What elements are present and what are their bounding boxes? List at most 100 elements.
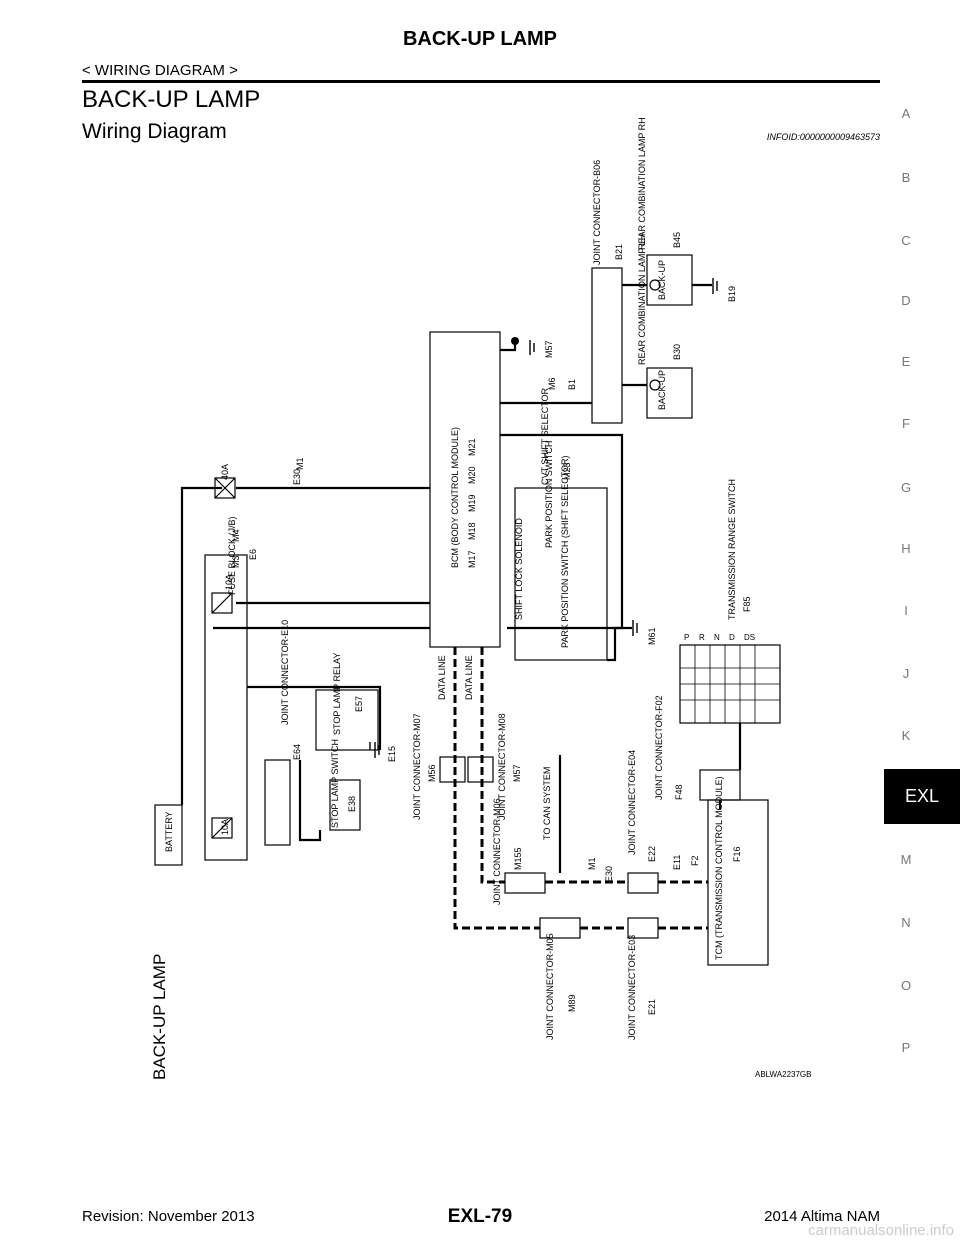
tab-e[interactable]: E [901, 354, 911, 369]
ground-b19 [712, 278, 718, 294]
joint-m05-label: JOINT CONNECTOR-M05 [545, 933, 555, 1040]
subsection-title: Wiring Diagram [82, 120, 227, 143]
tab-m[interactable]: M [900, 852, 912, 867]
stop-lamp-switch-box [329, 779, 361, 831]
joint-e10-label: JOINT CONNECTOR-E10 [280, 620, 290, 725]
conn-m20: M20 [467, 466, 477, 484]
bulb-rh [649, 279, 661, 291]
wire-stop-switch [298, 760, 322, 842]
tab-o[interactable]: O [900, 978, 912, 993]
rear-lamp-rh-box [646, 254, 693, 306]
conn-b19: B19 [727, 286, 737, 302]
conn-f48: F48 [674, 784, 684, 800]
conn-b21: B21 [614, 244, 624, 260]
range-col-d: D [729, 633, 735, 642]
conn-f2: F2 [690, 855, 700, 866]
conn-m19: M19 [467, 494, 477, 512]
cvt-selector-box [514, 487, 608, 661]
conn-e57: E57 [354, 696, 364, 712]
tcm-label: TCM (TRANSMISSION CONTROL MODULE) [714, 776, 724, 960]
ground-m61 [632, 620, 638, 636]
watermark-site: carmanualsonline.info [808, 1222, 954, 1239]
joint-e10-box [264, 759, 291, 846]
battery-box [154, 804, 183, 866]
ground-e15 [369, 742, 380, 758]
conn-b30: B30 [672, 344, 682, 360]
fuse-40a-symbol [214, 477, 236, 499]
bcm-label: BCM (BODY CONTROL MODULE) [450, 427, 460, 568]
conn-e30: E30 [292, 469, 302, 485]
fuse-block-box [204, 554, 248, 861]
fuse-10a-2-label: 10A [224, 574, 234, 590]
conn-m89: M89 [567, 994, 577, 1012]
backup-lh-label: BACK-UP [657, 370, 667, 410]
tab-n[interactable]: N [901, 915, 911, 930]
conn-m18: M18 [467, 522, 477, 540]
tab-p[interactable]: P [901, 1040, 911, 1055]
conn-e30b: E30 [604, 866, 614, 882]
park-switch-label: PARK POSITION SWITCH [544, 441, 554, 548]
conn-e15: E15 [387, 746, 397, 762]
conn-b1: B1 [567, 379, 577, 390]
joint-e03-label: JOINT CONNECTOR-E03 [627, 935, 637, 1040]
joint-m06-box [504, 872, 546, 894]
section-title: BACK-UP LAMP [82, 86, 261, 113]
rear-lamp-lh-box [646, 367, 693, 419]
joint-e04-box [627, 872, 659, 894]
conn-m3: M3 [231, 555, 241, 568]
tab-f[interactable]: F [902, 416, 910, 431]
tab-h[interactable]: H [901, 541, 911, 556]
range-col-p: P [684, 633, 689, 642]
fuse-block-label: FUSE BLOCK (J/B) [227, 516, 237, 595]
conn-m56: M56 [427, 764, 437, 782]
tab-d[interactable]: D [901, 293, 911, 308]
joint-e04-label: JOINT CONNECTOR-E04 [627, 750, 637, 855]
wire-batt-40a [180, 486, 222, 805]
splice-bcm-ground [511, 337, 519, 345]
stop-lamp-relay-box [315, 689, 379, 751]
conn-e38: E38 [347, 796, 357, 812]
tab-k[interactable]: K [901, 728, 911, 743]
park-switch2-label: PARK POSITION SWITCH (SHIFT SELECTOR) [560, 455, 570, 648]
battery-label: BATTERY [164, 811, 174, 852]
tab-g[interactable]: G [900, 480, 912, 495]
header-rule [82, 80, 880, 83]
joint-f02-label: JOINT CONNECTOR-F02 [654, 695, 664, 800]
revision-date: Revision: November 2013 [82, 1208, 255, 1225]
conn-b45: B45 [672, 232, 682, 248]
data-line-2 [480, 647, 505, 884]
tab-b[interactable]: B [901, 170, 911, 185]
conn-f85: F85 [742, 596, 752, 612]
range-switch-label: TRANSMISSION RANGE SWITCH [727, 479, 737, 620]
tab-a[interactable]: A [901, 106, 911, 121]
stop-switch-label: STOP LAMP SWITCH [330, 739, 340, 828]
fuse-40a-label: 40A [220, 464, 230, 480]
tab-i[interactable]: I [904, 603, 908, 618]
stop-relay-label: STOP LAMP RELAY [332, 653, 342, 735]
wire-relay-feed [247, 685, 382, 750]
model-name: 2014 Altima NAM [764, 1208, 880, 1225]
conn-m1b: M1 [587, 857, 597, 870]
joint-b06-label: JOINT CONNECTOR-B06 [592, 160, 602, 265]
conn-e64: E64 [292, 744, 302, 760]
info-id: INFOID:0000000009463573 [766, 132, 880, 142]
range-col-n: N [714, 633, 720, 642]
tab-exl-active[interactable]: EXL [884, 769, 960, 824]
wire-cvt-ground [607, 626, 632, 662]
range-col-ds: DS [744, 633, 755, 642]
rear-rh-label: REAR COMBINATION LAMP RH [637, 117, 647, 250]
tab-j[interactable]: J [902, 666, 910, 681]
range-col-r: R [699, 633, 705, 642]
bcm-box [429, 331, 501, 648]
image-code: ABLWA2237GB [755, 1070, 811, 1079]
data-line-1 [453, 647, 540, 930]
conn-m6: M6 [547, 377, 557, 390]
conn-m21: M21 [467, 438, 477, 456]
tab-c[interactable]: C [901, 233, 911, 248]
conn-e21: E21 [647, 999, 657, 1015]
rear-lh-label: REAR COMBINATION LAMP LH [637, 234, 647, 365]
data-line-label-2: DATA LINE [464, 655, 474, 700]
conn-e22: E22 [647, 846, 657, 862]
conn-m57g: M57 [512, 764, 522, 782]
